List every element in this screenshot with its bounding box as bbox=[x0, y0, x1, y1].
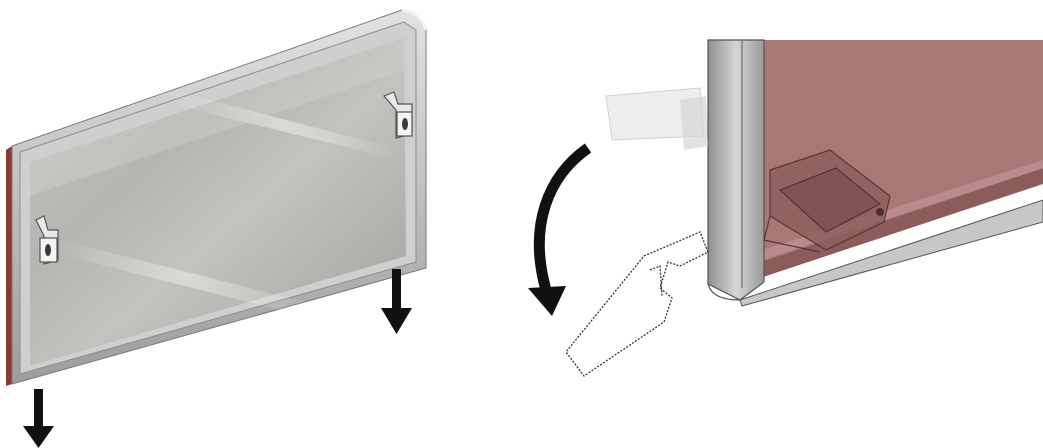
rotation-arrow bbox=[528, 143, 592, 316]
mirror-panel bbox=[6, 8, 428, 386]
mirror-reflection bbox=[170, 92, 400, 160]
mirror-reflection bbox=[50, 240, 330, 320]
panel-back-edge bbox=[6, 146, 12, 386]
down-arrow bbox=[23, 389, 54, 448]
left-bracket bbox=[35, 215, 59, 265]
mirror-glass bbox=[30, 38, 406, 366]
mounted-bracket bbox=[763, 149, 891, 253]
ghost-bracket-start bbox=[605, 87, 708, 150]
ghost-bracket-end bbox=[565, 231, 709, 377]
glass-edge bbox=[760, 168, 1043, 278]
frame-side bbox=[707, 39, 765, 301]
upper-right-bracket bbox=[382, 91, 413, 139]
down-arrow bbox=[381, 269, 412, 334]
mirror-reflection bbox=[30, 38, 404, 196]
frame-rounded-corner bbox=[707, 283, 741, 301]
frame-corner bbox=[401, 8, 428, 31]
frame-bottom bbox=[739, 199, 1043, 307]
glass-panel-corner bbox=[605, 39, 1043, 307]
